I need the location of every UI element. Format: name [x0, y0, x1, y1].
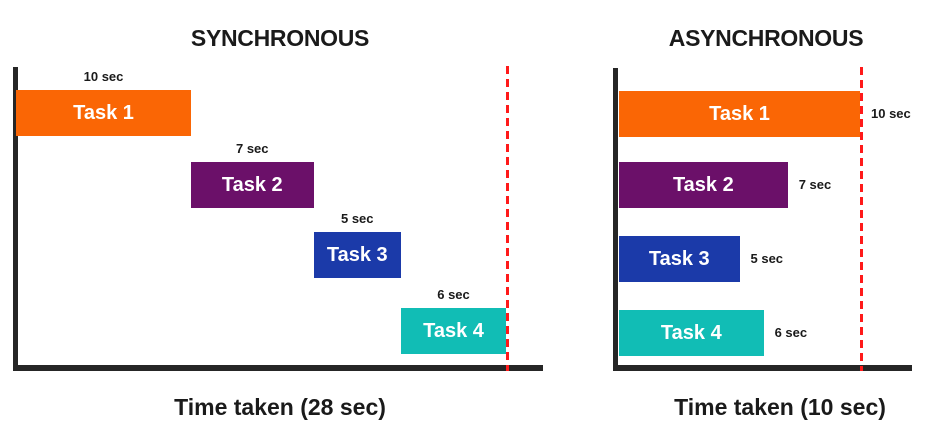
task-bar-label: Task 1 — [73, 101, 134, 124]
task-bar-label: Task 3 — [326, 243, 388, 266]
task-duration-label: 7 sec — [798, 177, 832, 192]
task-bar-4: Task 4 — [401, 308, 506, 354]
task-duration-label: 5 sec — [340, 211, 374, 226]
task-bar-4: Task 4 — [619, 310, 764, 356]
task-bar-label: Task 2 — [672, 173, 734, 196]
task-bar-label: Task 3 — [648, 247, 710, 270]
task-bar-label: Task 1 — [709, 102, 770, 125]
sync-chart-title: SYNCHRONOUS — [190, 25, 370, 52]
task-bar-2: Task 2 — [619, 162, 788, 208]
task-duration-label: 5 sec — [750, 251, 784, 266]
task-duration-label: 10 sec — [871, 106, 911, 121]
x-axis — [613, 365, 912, 371]
sync-chart-caption: Time taken (28 sec) — [174, 394, 386, 420]
task-bar-3: Task 3 — [313, 232, 401, 278]
task-bar-3: Task 3 — [619, 236, 740, 282]
task-bar-label: Task 4 — [423, 319, 484, 342]
task-bar-label: Task 4 — [660, 321, 722, 344]
x-axis — [13, 365, 543, 371]
task-bar-2: Task 2 — [191, 162, 314, 208]
task-duration-label: 6 sec — [774, 325, 808, 340]
task-bar-1: Task 1 — [619, 91, 860, 137]
y-axis — [613, 68, 618, 371]
total-time-deadline-line — [506, 66, 509, 371]
async-chart-caption: Time taken (10 sec) — [674, 394, 886, 420]
task-bar-label: Task 2 — [221, 173, 283, 196]
task-bar-1: Task 1 — [16, 90, 191, 136]
task-duration-label: 10 sec — [83, 69, 124, 84]
task-duration-label: 7 sec — [235, 141, 269, 156]
async-chart-title: ASYNCHRONOUS — [668, 25, 864, 52]
total-time-deadline-line — [860, 67, 863, 371]
task-duration-label: 6 sec — [437, 287, 470, 302]
y-axis — [13, 67, 18, 371]
